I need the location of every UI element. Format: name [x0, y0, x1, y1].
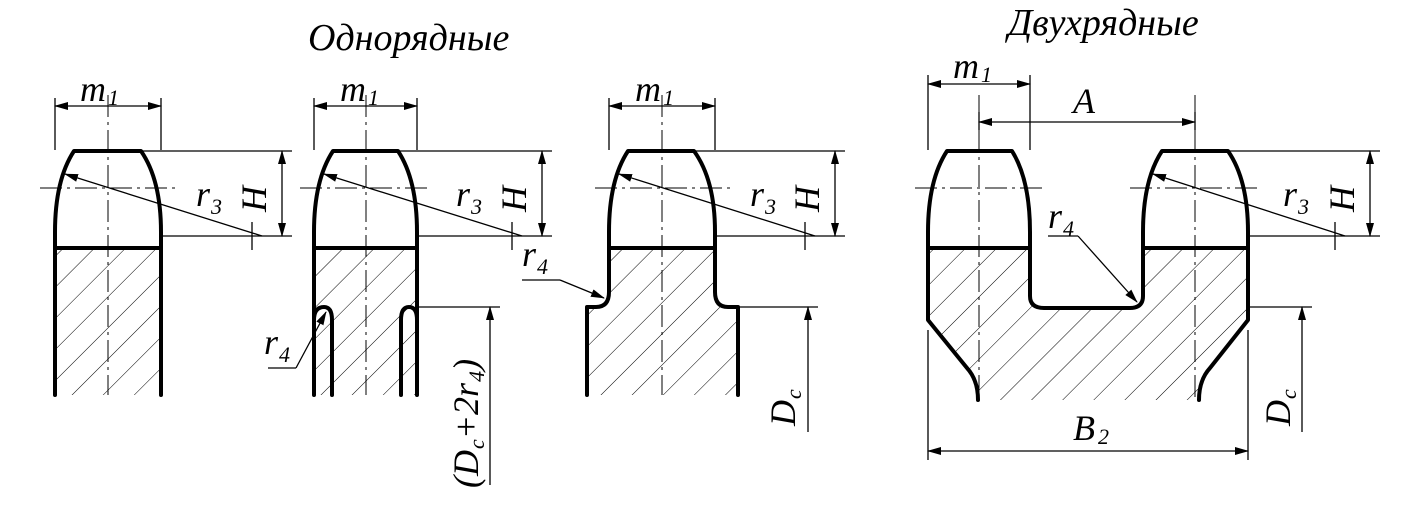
label-r4-p4: r4 — [1048, 196, 1074, 241]
title-double-row: Двухрядные — [1005, 2, 1199, 44]
label-dc-p4: Dc — [1258, 389, 1301, 427]
label-r4-p2: r4 — [264, 322, 290, 367]
profile-2 — [268, 95, 552, 485]
label-r3-p4: r3 — [1283, 174, 1309, 219]
label-dc-p3: Dc — [763, 389, 806, 427]
label-h-p3: H — [787, 184, 827, 213]
label-r3-p2: r3 — [456, 174, 482, 219]
label-h-p1: H — [234, 184, 274, 213]
label-r3-p3: r3 — [750, 174, 776, 219]
label-r3-p1: r3 — [196, 174, 222, 219]
label-m1-p4: m1 — [953, 46, 992, 87]
profile-1 — [40, 95, 292, 397]
profile-3 — [522, 95, 845, 432]
label-m1-p3: m1 — [635, 69, 674, 110]
label-h-p2: H — [494, 184, 534, 213]
label-a: A — [1071, 81, 1096, 121]
profile-4 — [915, 75, 1380, 460]
label-dc-plus-2r4: (Dc+2r4) — [446, 359, 489, 488]
label-r4-p3: r4 — [522, 234, 548, 279]
label-m1-p1: m1 — [80, 69, 119, 110]
label-m1-p2: m1 — [340, 69, 379, 110]
label-h-p4: H — [1322, 184, 1362, 213]
title-single-row: Однорядные — [308, 17, 509, 59]
